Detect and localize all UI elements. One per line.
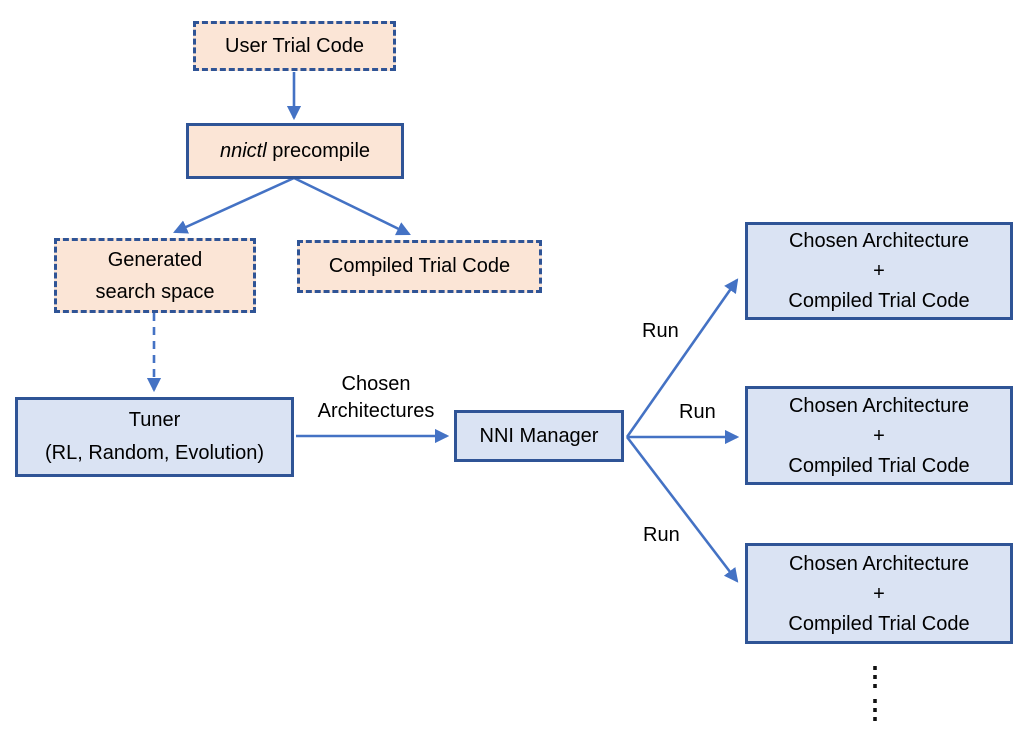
node-nnictl-precompile: nnictl precompile [186, 123, 404, 179]
trial-box-line: Chosen Architecture [788, 230, 970, 252]
tuner-title-line: Tuner [128, 409, 181, 431]
vertical-ellipsis-glyph: ⋮ [862, 661, 888, 691]
precompile-text: precompile [266, 139, 371, 162]
trial-box-line: Chosen Architecture [788, 552, 970, 575]
trial-box-line: + [873, 582, 885, 605]
generated-line: Generated [107, 248, 203, 271]
node-trial-box-1: Chosen Architecture + Compiled Trial Cod… [745, 222, 1013, 320]
trial-box-line: Chosen Architecture [788, 394, 970, 417]
trial-box-line: + [873, 424, 885, 447]
node-compiled-trial-code-label: Compiled Trial Code [328, 255, 511, 277]
node-nni-manager: NNI Manager [454, 410, 624, 462]
trial-box-line: + [873, 260, 885, 282]
label-chosen-architectures: Chosen Architectures [311, 371, 441, 425]
label-run-middle: Run [679, 401, 716, 423]
node-trial-box-2: Chosen Architecture + Compiled Trial Cod… [745, 386, 1013, 485]
label-run-top: Run [642, 320, 679, 342]
trial-box-line: Compiled Trial Code [788, 612, 970, 635]
label-run-bottom: Run [643, 524, 680, 546]
trial-box-line: Compiled Trial Code [788, 290, 970, 312]
node-user-trial-code-label: User Trial Code [225, 34, 364, 57]
node-trial-box-3: Chosen Architecture + Compiled Trial Cod… [745, 543, 1013, 644]
node-user-trial-code: User Trial Code [193, 21, 396, 71]
architectures-line: Architectures [317, 400, 435, 422]
arrow-precompile-to-searchspace [173, 176, 295, 234]
trial-box-line: Compiled Trial Code [788, 454, 970, 477]
node-compiled-trial-code: Compiled Trial Code [297, 240, 542, 293]
vertical-ellipsis-glyph: ⋮ [862, 694, 888, 724]
node-nnictl-precompile-label: nnictl precompile [220, 136, 370, 167]
search-space-line: search space [95, 280, 215, 303]
arrow-manager-to-trial-3 [625, 436, 739, 583]
nnictl-italic-text: nnictl [219, 139, 267, 162]
node-tuner: Tuner (RL, Random, Evolution) [15, 397, 294, 477]
node-generated-search-space: Generated search space [54, 238, 256, 313]
node-nni-manager-label: NNI Manager [479, 424, 599, 447]
vertical-ellipsis-icon: ⋮ ⋮ [858, 660, 892, 726]
tuner-algorithms-line: (RL, Random, Evolution) [45, 442, 264, 464]
arrow-precompile-to-compiledcode [293, 176, 411, 236]
chosen-line: Chosen [341, 373, 411, 395]
